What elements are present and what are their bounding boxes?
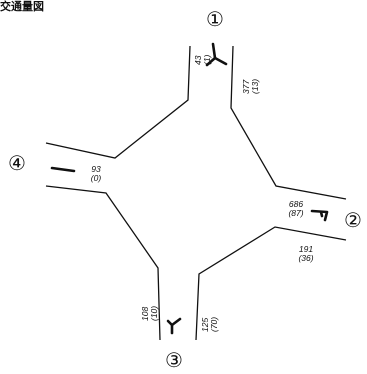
road-edge-north-east [230,45,347,200]
road-edge-south-west [45,185,161,341]
diagram-title: 交通量図 [0,0,44,13]
volume-north-in-main: 43 [193,55,203,65]
road-outline [45,45,347,341]
node-4-label: ④ [8,151,26,175]
arrow-north-icon [205,42,228,67]
volume-east-in-main: 686 [289,199,303,209]
volume-south-in-sub: (70) [209,317,219,332]
volume-east-out: 191 (36) [298,244,313,263]
volume-east-out-sub: (36) [298,253,313,263]
volume-north-out-main: 377 [241,80,251,94]
volume-east-out-main: 191 [299,244,313,254]
road-edge-north-west [45,45,191,159]
node-1-label: ① [206,7,224,31]
volume-east-in-sub: (87) [288,208,303,218]
volume-east-in: 686 (87) [288,199,303,218]
volume-north-in: 43 (1) [193,54,212,65]
volume-north-out: 377 (13) [241,79,260,94]
volume-west-in-sub: (0) [91,173,102,183]
node-2-label: ② [344,208,362,232]
volume-south-in-main: 125 [200,318,210,332]
volume-south-out-sub: (10) [149,306,159,321]
road-edge-south-east [195,226,347,341]
volume-south-in: 125 (70) [200,317,219,332]
volume-west-in: 93 (0) [91,164,102,183]
node-3-label: ③ [165,348,183,372]
volume-south-out-main: 108 [140,307,150,321]
arrow-south-icon [166,317,182,335]
volume-west-in-main: 93 [91,164,101,174]
volume-north-out-sub: (13) [250,79,260,94]
volume-north-in-sub: (1) [202,54,212,65]
arrow-east-icon [310,209,329,222]
arrow-west-icon [50,166,76,173]
volume-south-out: 108 (10) [140,306,159,321]
